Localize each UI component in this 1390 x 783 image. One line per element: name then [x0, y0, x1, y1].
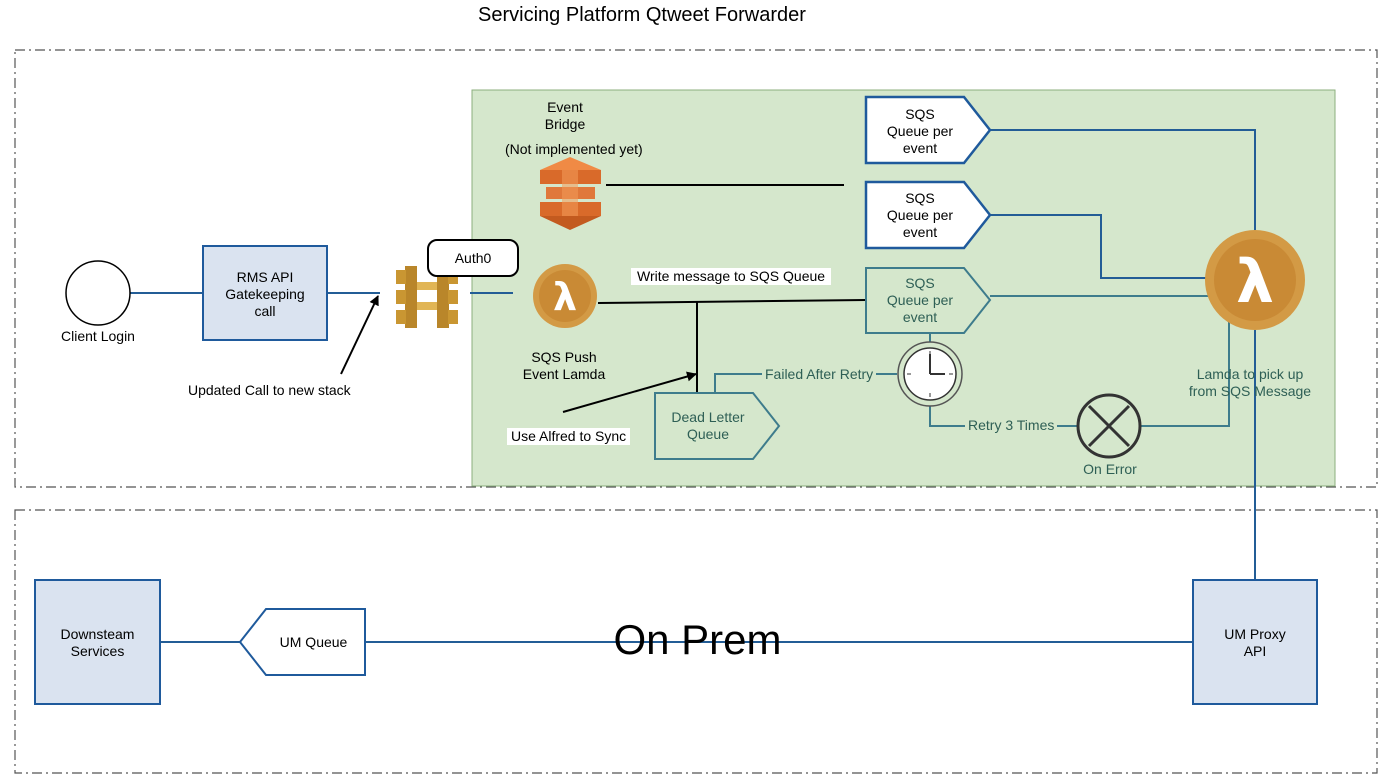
consumer-lambda-line-1: Lamda to pick up: [1196, 366, 1304, 382]
sqs-queue-1-shape: [864, 95, 992, 165]
sqs-push-line-2: Event Lamda: [522, 366, 606, 382]
rms-api-box: [202, 245, 328, 341]
sqs-push-line-1: SQS Push: [531, 349, 597, 365]
downstream-services-label: Downsteam Services: [35, 626, 160, 660]
svg-text:λ: λ: [553, 275, 577, 319]
um-proxy-line-1: UM Proxy: [1224, 626, 1286, 642]
dead-letter-queue-shape: [654, 392, 781, 460]
updated-call-label: Updated Call to new stack: [188, 382, 351, 398]
event-bridge-line-1: Event: [547, 99, 583, 115]
connector-sqs1-lambda: [990, 129, 1256, 230]
arrow-updated-call: [340, 295, 379, 375]
sqs-queue-2-line-3: event: [902, 224, 938, 240]
failed-after-retry-label: Failed After Retry: [762, 366, 877, 383]
consumer-lambda-line-2: from SQS Message: [1188, 383, 1312, 399]
write-message-label: Write message to SQS Queue: [631, 268, 832, 285]
um-queue-shape: [238, 608, 366, 676]
um-queue-label: UM Queue: [279, 634, 348, 650]
um-proxy-box: [1192, 579, 1318, 705]
sqs-queue-2-label: SQS Queue per event: [866, 190, 974, 241]
sqs-queue-2-line-2: Queue per: [886, 207, 954, 223]
connector-lambda-sqs: [597, 299, 867, 304]
sqs-queue-2-shape: [864, 180, 992, 250]
sqs-queue-3-line-2: Queue per: [886, 292, 954, 308]
um-proxy-line-2: API: [1243, 643, 1267, 659]
error-x-icon: [1076, 393, 1142, 459]
on-prem-zone-border: [14, 509, 1378, 774]
downstream-line-2: Services: [70, 643, 125, 659]
event-bridge-icon: [540, 157, 601, 230]
sqs-queue-1-line-2: Queue per: [886, 123, 954, 139]
sqs-queue-1-label: SQS Queue per event: [866, 106, 974, 157]
sqs-push-lambda-label: SQS Push Event Lamda: [504, 349, 624, 383]
dead-letter-queue-label: Dead Letter Queue: [655, 409, 761, 443]
retry-label: Retry 3 Times: [965, 417, 1058, 434]
connector-error-lambda: [1141, 318, 1230, 427]
on-prem-label: On Prem: [613, 616, 782, 663]
event-bridge-note: (Not implemented yet): [505, 141, 643, 157]
rms-api-label: RMS API Gatekeeping call: [203, 269, 327, 320]
use-alfred-label: Use Alfred to Sync: [507, 428, 631, 445]
diagram-title: Servicing Platform Qtweet Forwarder: [478, 4, 806, 26]
um-proxy-label: UM Proxy API: [1193, 626, 1317, 660]
event-bridge-line-2: Bridge: [544, 116, 586, 132]
clock-icon: [897, 341, 963, 407]
sqs-queue-3-line-1: SQS: [905, 275, 935, 291]
downstream-line-1: Downsteam: [60, 626, 135, 642]
sqs-queue-2-line-1: SQS: [905, 190, 935, 206]
sqs-queue-1-line-1: SQS: [905, 106, 935, 122]
dlq-line-2: Queue: [686, 426, 730, 442]
sqs-queue-1-line-3: event: [902, 140, 938, 156]
api-gateway-icon: [396, 266, 458, 328]
dlq-line-1: Dead Letter: [671, 409, 745, 425]
sqs-queue-3-line-3: event: [902, 309, 938, 325]
client-login-label: Client Login: [61, 328, 135, 344]
consumer-lambda-icon: λ: [1205, 230, 1305, 330]
consumer-lambda-label: Lamda to pick up from SQS Message: [1170, 366, 1330, 400]
arrow-use-alfred: [562, 371, 697, 413]
connector-sqs2-lambda: [990, 214, 1208, 279]
client-login-circle-icon: [65, 260, 131, 326]
sqs-queue-3-shape: [865, 267, 992, 334]
cloud-zone-border: [14, 49, 1378, 488]
rms-api-line-2: Gatekeeping: [225, 286, 305, 302]
rms-api-line-1: RMS API: [236, 269, 294, 285]
sqs-queue-3-label: SQS Queue per event: [866, 275, 974, 326]
lambda-icon: λ: [533, 264, 597, 328]
event-bridge-label: Event Bridge: [490, 99, 640, 133]
rms-api-line-3: call: [254, 303, 276, 319]
auth0-callout: Auth0: [427, 239, 519, 277]
downstream-services-box: [34, 579, 161, 705]
svg-text:λ: λ: [1236, 247, 1274, 317]
on-error-label: On Error: [1083, 461, 1137, 477]
